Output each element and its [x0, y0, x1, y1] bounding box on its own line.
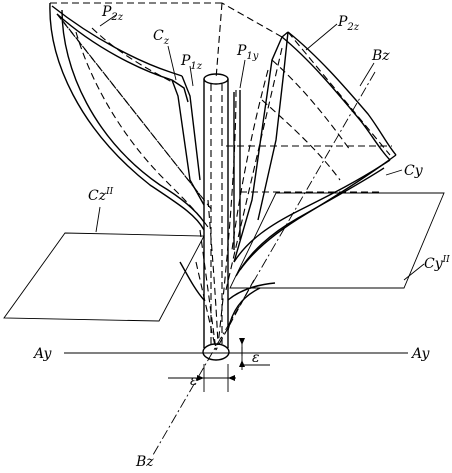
- leader-lines: [95, 14, 425, 281]
- label-bz-top: Bz: [371, 48, 390, 64]
- right-flange: [179, 2, 397, 351]
- label-p2z-right: P2z: [337, 14, 360, 33]
- label-cy: Cy: [404, 163, 424, 179]
- label-ay-left: Ay: [32, 346, 53, 362]
- central-shaft: [202, 73, 230, 361]
- plane-cy-ii: [229, 192, 445, 289]
- label-epsilon-right: ε: [252, 350, 260, 366]
- axis-bz: [152, 71, 376, 456]
- label-p1z: P1z: [180, 53, 203, 72]
- plane-cz-ii: [3, 232, 205, 322]
- label-p1y: P1y: [236, 43, 259, 62]
- label-ay-right: Ay: [410, 346, 431, 362]
- label-p2z-left: P2z: [101, 4, 124, 23]
- label-cy-ii: CyII: [424, 255, 450, 272]
- label-bz-bottom: Bz: [135, 454, 154, 468]
- epsilon-markers: [168, 338, 270, 392]
- left-flange: [49, 2, 223, 231]
- label-epsilon-bottom: ε: [190, 373, 198, 389]
- label-cz: Cz: [153, 28, 170, 47]
- label-cz-ii: CzII: [88, 187, 114, 204]
